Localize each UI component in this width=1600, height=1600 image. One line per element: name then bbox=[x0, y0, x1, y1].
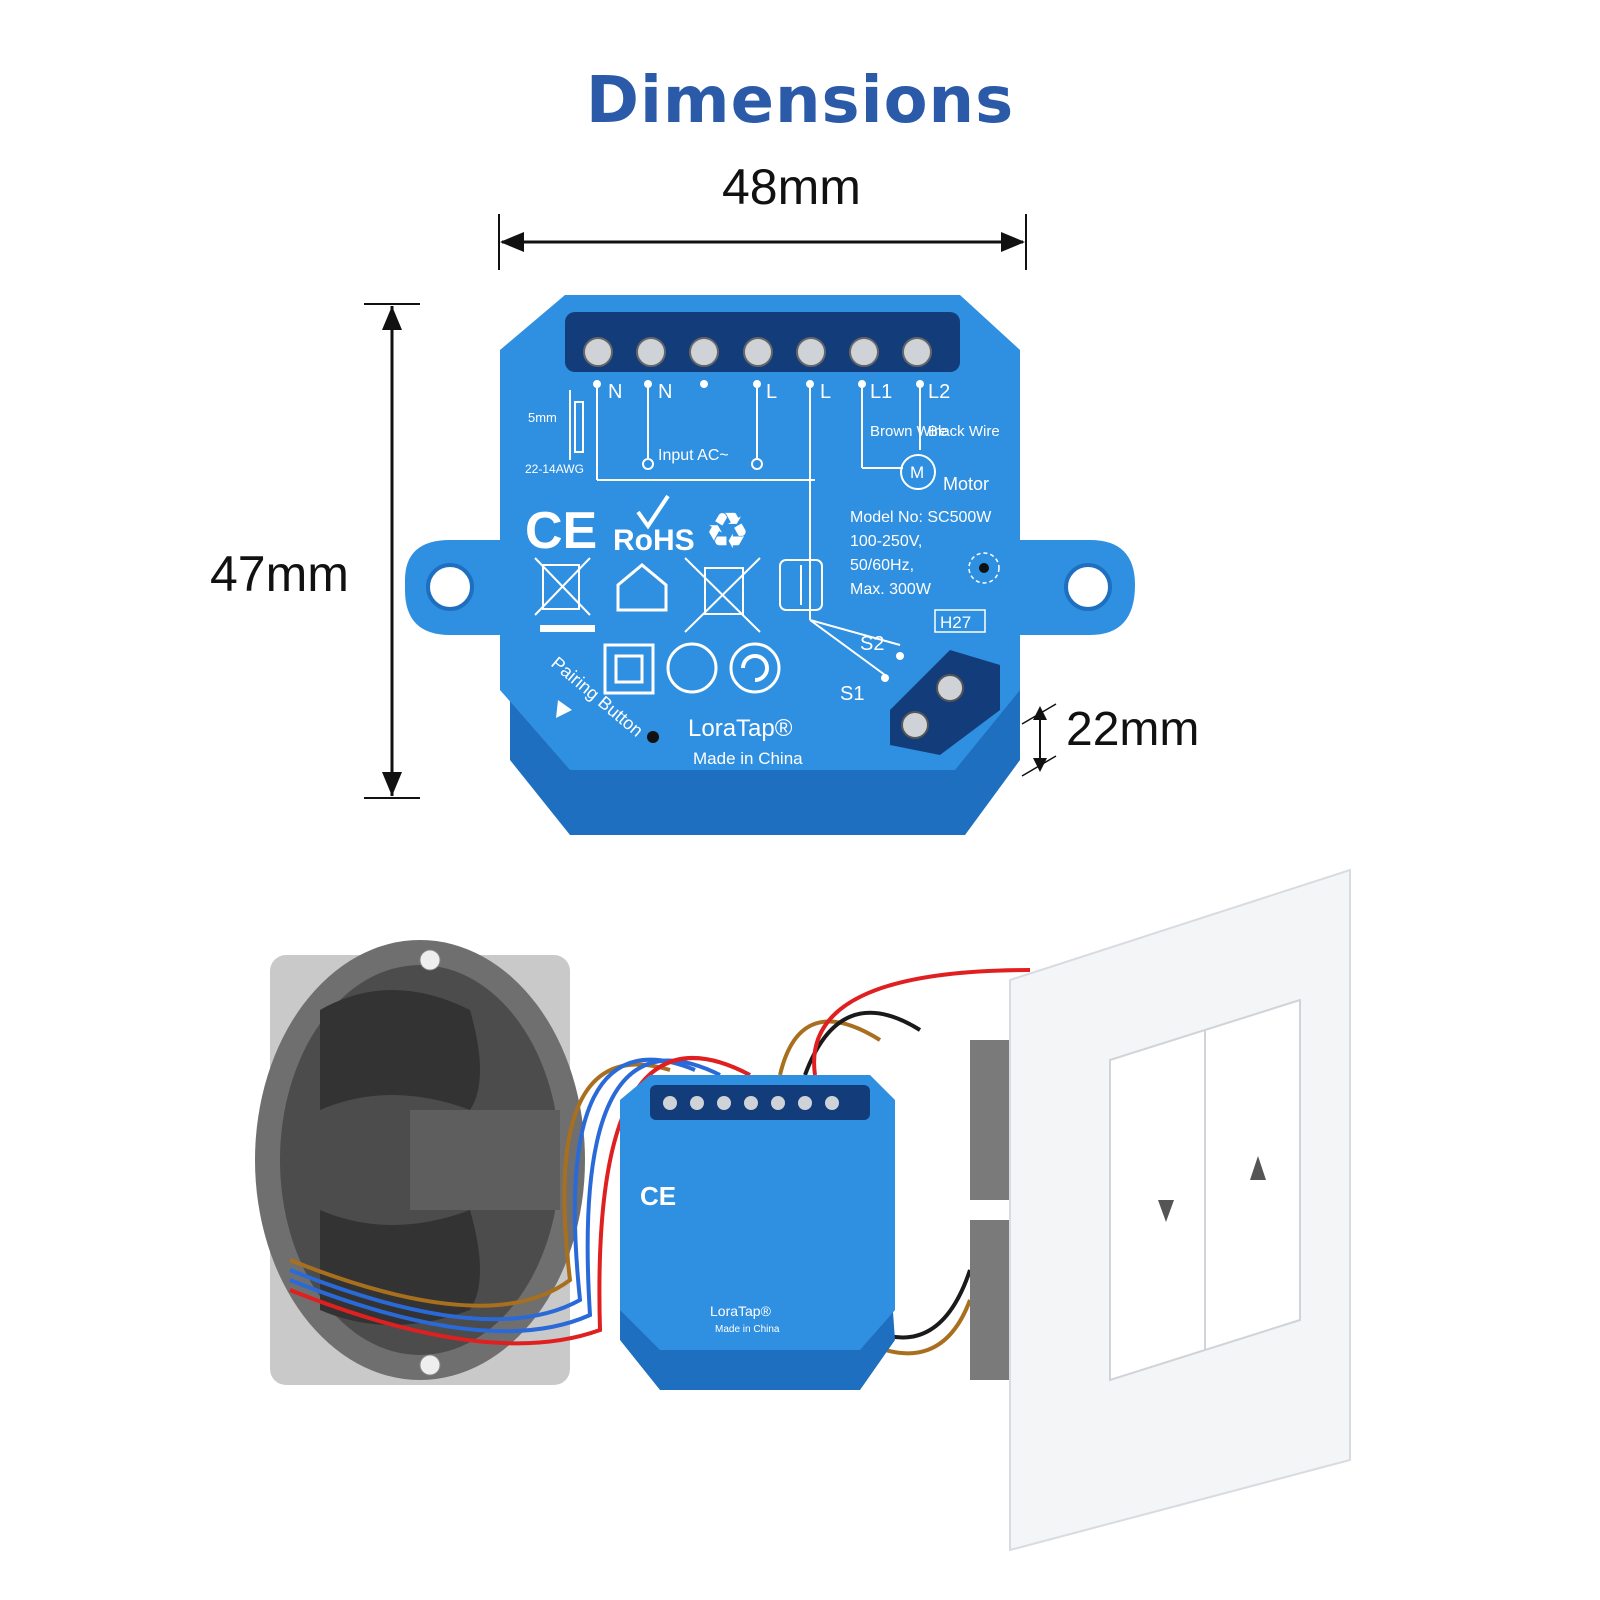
recycle-icon: ♻ bbox=[705, 503, 750, 559]
wall-switch bbox=[970, 868, 1351, 1552]
module-front-view: N N L L L1 L2 5mm 22-14AWG Input AC~ Bro… bbox=[405, 295, 1135, 835]
wires bbox=[289, 968, 1031, 1356]
voltage-rating: 100-250V, bbox=[850, 533, 922, 550]
mounting-ear-left bbox=[405, 540, 510, 635]
wall-switch-icon bbox=[779, 559, 823, 611]
led-indicator-icon bbox=[979, 563, 989, 573]
terminal-label-motor2: L2 bbox=[928, 381, 950, 403]
ce-mark: CE bbox=[525, 502, 597, 560]
rohs-mark: RoHS bbox=[613, 524, 695, 557]
indoor-use-icon bbox=[616, 563, 668, 612]
depth-dimension-label: 22mm bbox=[1066, 703, 1200, 756]
weee-bin-crossed-icon bbox=[684, 557, 761, 633]
motor-icon bbox=[900, 454, 936, 490]
terminal-screws bbox=[583, 337, 932, 367]
weee-bin-icon bbox=[534, 557, 591, 616]
module-installed: LoraTap® Made in China CE bbox=[620, 1075, 895, 1390]
strip-gauge-icon bbox=[569, 390, 584, 460]
installation-illustration: LoraTap® Made in China CE bbox=[255, 868, 1351, 1552]
frequency-rating: 50/60Hz, bbox=[850, 557, 914, 574]
switch-down-arrow-icon bbox=[1158, 1200, 1174, 1222]
hw-version-label: H27 bbox=[940, 613, 971, 632]
wiring-diagram bbox=[596, 386, 921, 676]
page-title: Dimensions bbox=[585, 64, 1015, 138]
wall-box bbox=[255, 940, 585, 1385]
wire-gauge-label: 22-14AWG bbox=[525, 462, 584, 476]
motor-symbol: M bbox=[910, 463, 924, 482]
height-dimension-arrow bbox=[364, 303, 420, 799]
terminal-label-l2: L bbox=[820, 381, 831, 403]
led-indicator-ring bbox=[968, 552, 1000, 584]
input-ac-label: Input AC~ bbox=[658, 447, 729, 464]
origin-label: Made in China bbox=[693, 749, 803, 768]
double-insulation-icon bbox=[603, 643, 655, 695]
s1-label: S1 bbox=[840, 683, 864, 705]
green-dot-icon bbox=[729, 642, 781, 694]
terminal-label-n1: N bbox=[608, 381, 622, 403]
weee-bar-icon bbox=[540, 625, 595, 632]
svg-text:LoraTap®: LoraTap® bbox=[710, 1303, 772, 1319]
terminal-label-l1: L bbox=[766, 381, 777, 403]
brand-label: LoraTap® bbox=[688, 715, 793, 742]
terminal-label-n2: N bbox=[658, 381, 672, 403]
svg-text:Made in China: Made in China bbox=[715, 1324, 780, 1335]
max-power-rating: Max. 300W bbox=[850, 581, 932, 598]
width-dimension-arrow bbox=[498, 214, 1027, 270]
height-dimension-label: 47mm bbox=[210, 546, 349, 602]
s2-label: S2 bbox=[860, 633, 884, 655]
strip-length-label: 5mm bbox=[528, 410, 557, 425]
switch-terminal-block bbox=[890, 650, 1000, 755]
black-wire-label: Black Wire bbox=[928, 423, 1000, 440]
svg-text:CE: CE bbox=[640, 1181, 676, 1211]
rohs-check-icon bbox=[636, 494, 670, 530]
width-dimension-label: 48mm bbox=[722, 159, 861, 215]
module-top-face bbox=[500, 295, 1020, 770]
brown-wire-label: Brown Wire bbox=[870, 423, 948, 440]
pairing-button[interactable] bbox=[647, 731, 659, 743]
model-number: Model No: SC500W bbox=[850, 509, 992, 526]
terminal-label-motor1: L1 bbox=[870, 381, 892, 403]
switch-up-arrow-icon bbox=[1250, 1156, 1266, 1180]
mounting-ear-right bbox=[1020, 540, 1135, 635]
depth-dimension-arrow bbox=[1021, 703, 1057, 777]
tidy-man-icon bbox=[666, 642, 718, 694]
motor-label: Motor bbox=[943, 474, 989, 494]
